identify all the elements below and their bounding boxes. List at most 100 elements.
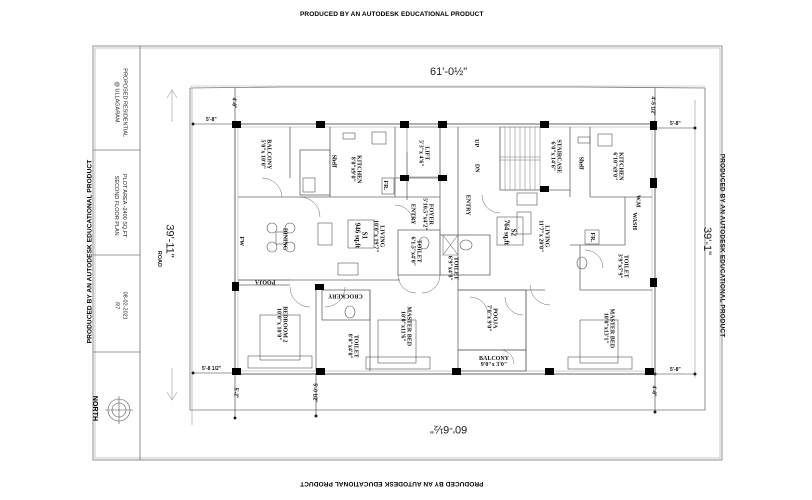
shelf-1: Shelf <box>330 154 337 168</box>
fridge-2: FR. <box>588 232 595 242</box>
sheet-border <box>92 45 723 461</box>
room-name: STAIRCASE <box>555 139 562 174</box>
dim-setback-right-top: 5'-8" <box>670 121 681 127</box>
room-size: 10'0"x 10'0" <box>275 308 281 341</box>
room-master-bed-1: MASTER BED 10'0"x11'6" <box>399 301 412 351</box>
drawing-date: 08-02-2021 <box>121 291 128 320</box>
room-name: LIVING <box>378 225 385 248</box>
room-name: TOILET <box>352 334 359 358</box>
shelf-2: Shelf <box>577 156 584 170</box>
dim-setback-bottom-mid: 5'-0 1/2" <box>311 383 318 403</box>
room-balcony-2: BALCONY 9'0"x 3'0" <box>472 356 516 369</box>
project-location: @ ULLAGARAM. <box>114 81 120 124</box>
project-name: PROPOSED RESIDENTIAL <box>121 68 128 138</box>
plot-area: PLOT AREA -2400 SQ.FT <box>121 173 128 238</box>
room-size: 8'0"x9'0" <box>349 156 355 182</box>
door-swings <box>261 177 604 365</box>
staircase-steps <box>499 126 541 191</box>
dim-setback-bottom-left: 5'-2" <box>232 387 239 399</box>
room-foyer: FOYER 5'10.5"x4'2" <box>421 192 434 236</box>
plan-name: SECOND FLOOR PLAN <box>113 175 120 236</box>
room-name: LIFT <box>423 146 430 161</box>
unit-area: 946 sq.ft <box>353 222 361 248</box>
room-bedroom-2: BEDROOM 2 10'0"x 10'0" <box>275 299 288 349</box>
room-toilet-2: TOILET 6'9"x4'8" <box>446 246 459 290</box>
room-size: 11'7"x 20'0" <box>537 220 543 253</box>
dim-left-overall: 39'-11" <box>163 224 176 258</box>
room-fw: FW <box>237 236 244 246</box>
dim-setback-top-left: 4'-6" <box>230 97 237 109</box>
room-crockery: CROCKERY <box>328 292 363 299</box>
unit-s1: S1 946 sq.ft <box>353 213 368 257</box>
entry-1: ENTRY <box>409 203 416 225</box>
plot-boundary <box>189 86 706 411</box>
room-name: BALCONY <box>478 356 509 362</box>
room-size: 6'9"x4'8" <box>446 255 452 281</box>
unit-s2: S2 764 sq.ft <box>502 210 517 254</box>
room-living-1: LIVING 10'0"x 19'7" <box>372 211 385 261</box>
room-name: LIVING <box>543 225 550 248</box>
road-arrows <box>166 89 178 401</box>
title-plot: PLOT AREA -2400 SQ.FT SECOND FLOOR PLAN <box>112 158 128 253</box>
room-name: BALCONY <box>265 139 272 170</box>
room-toilet-1: TOILET 6'1.5"x4'0" <box>409 229 422 273</box>
room-wm: W.M <box>634 194 641 208</box>
furniture <box>247 131 633 370</box>
room-name: TOILET <box>415 239 422 263</box>
room-master-bed-2: MASTER BED 10'0"x13'1" <box>602 303 615 353</box>
room-size: 8'0"x4'0" <box>346 333 352 359</box>
dim-setback-left-top: 5'-8" <box>206 117 217 123</box>
room-living-2: LIVING 11'7"x 20'0" <box>537 211 550 261</box>
stair-dn: DN <box>473 163 480 173</box>
room-name: MASTER BED <box>608 308 615 349</box>
dim-top-overall: 61'-0½" <box>430 66 468 78</box>
room-size: 9'0"x 3'0" <box>480 362 508 369</box>
room-pooja-2: POOJA 7'0"x 9'0" <box>485 296 498 340</box>
dim-setback-bottom-right: 4'-6" <box>650 385 657 397</box>
room-name: TOILET <box>452 256 459 280</box>
unit-name: S1 <box>360 231 369 240</box>
dim-setback-right-bottom: 5'-8" <box>670 367 681 373</box>
room-toilet-4: TOILET 8'0"x4'0" <box>346 324 359 368</box>
revision: R7 <box>114 302 120 310</box>
room-pooja-1: POOJA <box>255 278 276 285</box>
entry-2: ENTRY <box>464 194 471 216</box>
room-size: 5'0"x 10'0" <box>259 139 265 170</box>
dim-right-overall: 39'-1" <box>701 226 714 256</box>
room-name: TOILET <box>622 254 629 278</box>
north-compass <box>105 396 133 424</box>
room-size: 10'0"x 19'7" <box>372 220 378 253</box>
room-name: FOYER <box>427 203 434 225</box>
room-lift: LIFT 5'3"x 4'6" <box>417 128 430 178</box>
room-name: MASTER BED <box>405 306 412 347</box>
room-size: 5'3"x 4'6" <box>417 140 423 167</box>
room-name: KITCHEN <box>355 155 362 184</box>
title-project: PROPOSED RESIDENTIAL @ ULLAGARAM. <box>112 58 128 148</box>
room-size: 3'9"x7'9" <box>616 253 622 279</box>
dim-bottom-overall: 60'-6½" <box>430 423 468 435</box>
unit-name: S2 <box>509 228 518 237</box>
room-toilet-3: TOILET 3'9"x7'9" <box>616 244 629 288</box>
room-wash: WASH <box>630 212 637 230</box>
fridge-1: FR. <box>381 180 388 190</box>
unit-area: 764 sq.ft <box>502 219 510 245</box>
room-kitchen-2: KITCHEN 6'10"x9'0" <box>611 141 624 191</box>
room-name: BEDROOM 2 <box>281 306 288 343</box>
room-balcony-1: BALCONY 5'0"x 10'0" <box>259 129 272 179</box>
room-name: POOJA <box>491 308 498 329</box>
room-size: 10'0"x11'6" <box>399 310 405 342</box>
room-kitchen-1: KITCHEN 8'0"x9'0" <box>349 144 362 194</box>
dim-setback-left-bottom: 5'-8 1/2" <box>202 366 222 372</box>
room-size: 6'1.5"x4'0" <box>409 236 415 267</box>
road-label: ROAD <box>155 250 162 267</box>
room-size: 6'10"x9'0" <box>611 152 617 181</box>
room-size: 7'0"x 9'0" <box>485 305 491 332</box>
room-size: 5'10.5"x4'2" <box>421 198 427 231</box>
room-name: KITCHEN <box>617 152 624 181</box>
room-staircase: STAIRCASE 6'0"x 14'6" <box>549 131 562 181</box>
dim-setback-top-right: 4'-5 1/2" <box>649 96 656 116</box>
columns <box>232 121 657 375</box>
room-size: 6'0"x 14'6" <box>549 141 555 172</box>
title-date: 08-02-2021 R7 <box>112 266 128 346</box>
